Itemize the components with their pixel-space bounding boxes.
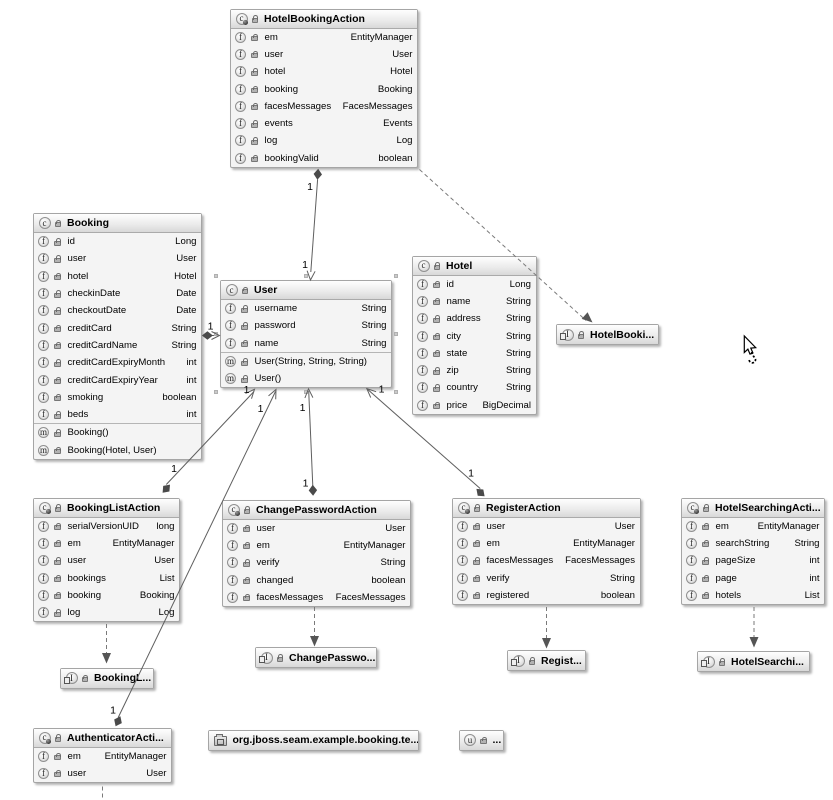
svg-text:1: 1 bbox=[307, 181, 313, 193]
svg-text:1: 1 bbox=[303, 478, 309, 490]
svg-text:1: 1 bbox=[258, 403, 264, 415]
svg-text:1: 1 bbox=[110, 705, 116, 717]
svg-text:1: 1 bbox=[171, 463, 177, 475]
svg-text:1: 1 bbox=[208, 321, 214, 333]
svg-text:1: 1 bbox=[302, 259, 308, 271]
svg-text:1: 1 bbox=[300, 402, 306, 414]
svg-text:1: 1 bbox=[468, 468, 474, 480]
